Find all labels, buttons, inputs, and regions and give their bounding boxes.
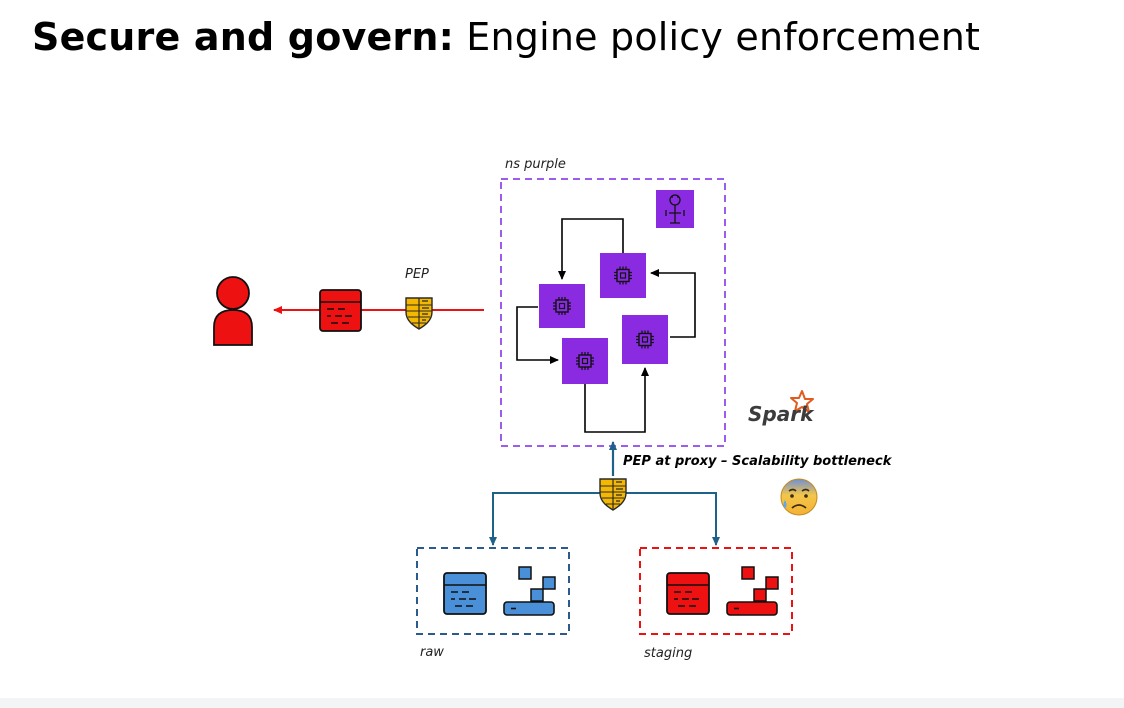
pep-shield-icon (405, 297, 433, 330)
raw-table-icon (443, 572, 487, 615)
staging-storage-icon (726, 566, 779, 616)
executor-connections (516, 218, 696, 433)
dependency-robot-icon (656, 190, 694, 228)
proxy-pep-shield-icon (599, 478, 627, 511)
proxy-storage-branches (489, 492, 720, 546)
staging-label: staging (644, 646, 693, 661)
executor-chip-1 (600, 253, 646, 298)
footer-band (0, 698, 1124, 708)
spark-logo-text: Spark (748, 402, 814, 426)
title-rest: Engine policy enforcement (454, 15, 981, 59)
raw-storage-icon (503, 566, 556, 616)
staging-table-icon (666, 572, 710, 615)
user-icon (213, 276, 253, 346)
executor-chip-2 (539, 284, 585, 328)
raw-storage-boundary (416, 547, 570, 635)
pep-label: PEP (405, 267, 429, 282)
anxious-face-emoji (780, 478, 818, 516)
namespace-label: ns purple (505, 157, 566, 172)
executor-chip-3 (622, 315, 668, 364)
spark-logo-icon (790, 390, 814, 413)
proxy-callout: PEP at proxy – Scalability bottleneck (623, 454, 892, 469)
title-bold: Secure and govern: (32, 15, 455, 59)
table-icon (319, 289, 362, 332)
executor-chip-4 (562, 338, 608, 384)
page-title: Secure and govern: Engine policy enforce… (32, 14, 980, 60)
raw-label: raw (420, 645, 444, 660)
staging-storage-boundary (639, 547, 793, 635)
